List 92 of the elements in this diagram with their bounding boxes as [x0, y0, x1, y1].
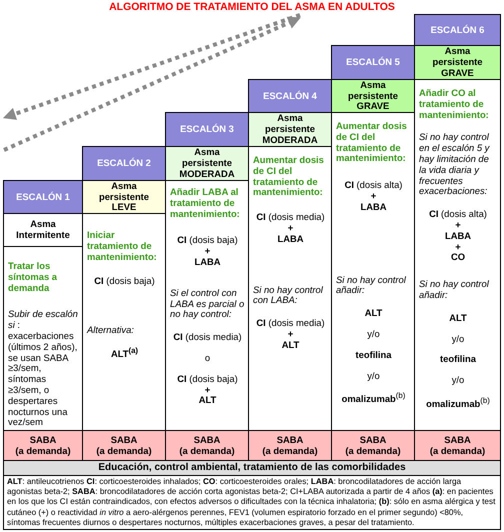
severity-label: Asma persistente MODERADA	[178, 147, 236, 180]
rescue-cell	[3, 430, 83, 461]
treatment-text: y/o	[366, 328, 381, 340]
treatment-text: y/o	[366, 370, 381, 382]
condition-text: Alternativa:	[87, 325, 135, 336]
treatment-text: +	[204, 246, 212, 257]
rescue-cell	[165, 430, 249, 461]
step-header-cell	[248, 79, 332, 113]
step-header-cell	[82, 146, 166, 181]
rescue-label: SABA	[192, 434, 222, 446]
treatment-text: ALT	[198, 395, 218, 406]
rescue-cell	[414, 430, 501, 461]
step-label: ESCALÓN 1	[15, 192, 71, 202]
condition-text: Si no hay control con LABA:	[253, 284, 324, 306]
step-label: ESCALÓN 6	[430, 24, 486, 36]
severity-label: Asma persistente MODERADA	[261, 113, 319, 146]
rescue-label: (a demanda)	[261, 446, 319, 456]
treatment-text: CI (dosis baja)	[176, 235, 239, 246]
treatment-text: ALT	[364, 308, 384, 319]
instruction-text: Añadir LABA al tratamiento de mantenimiento:	[170, 187, 241, 220]
general-measures-text: Educación, control ambiental, tratamiento de las comorbilidades	[97, 461, 407, 475]
treatment-text: omalizumab$^{(b)}$	[340, 391, 406, 406]
rescue-label: (a demanda)	[428, 446, 486, 456]
instruction-text: Aumentar dosis de CI del tratamiento de mantenimiento:	[336, 121, 408, 164]
treatment-text: LABA	[444, 230, 472, 242]
step-header-cell	[331, 45, 415, 80]
rescue-label: SABA	[110, 434, 138, 446]
footnote-text: ALT: antileucotrienos CI: corticoesteroides inhalados; CO: corticoesteroides orales; LABA: broncodilatadores de acción larga agonistas beta-2; SABA: broncodilatadores de acción corta agonistas beta-2; CI+LABA autorizada a partir de 4 años (a): en pacientes en los que los CI están contraindicados, con efectos adversos o dificultades con la técnica inhalatoria; (b): sólo en asma alérgica y test cutáneo (+) o reactividad in vitro a aero-alérgenos perennes, FEV1 (volumen espiratorio forzado en el primer segundo) <80%, síntomas frecuentes diurnos o despertares nocturnos, múltiples exacerbaciones graves, a pesar del tratamiento.	[7, 477, 496, 528]
treatment-text: y/o	[450, 375, 466, 386]
rescue-label: SABA	[28, 434, 58, 446]
condition-text: Si no hay control en el escalón 5 y hay limitación de la vida diaria y frecuentes exacerbaciones:	[419, 132, 491, 198]
treatment-text: +	[455, 220, 461, 231]
step-label: ESCALÓN 3	[179, 124, 235, 135]
rescue-label: (a demanda)	[344, 446, 402, 456]
rescue-label: SABA	[358, 434, 388, 446]
severity-cell	[414, 45, 501, 80]
step-label: ESCALÓN 4	[262, 90, 318, 102]
treatment-text: +	[370, 190, 376, 202]
condition-text: Si no hay control añadir:	[336, 274, 407, 296]
rescue-label: SABA	[443, 434, 472, 446]
severity-cell	[248, 112, 332, 147]
treatment-text: teofilina	[439, 354, 477, 366]
treatment-text: CI (dosis media)	[255, 212, 326, 223]
treatment-text: +	[288, 222, 294, 234]
diagram-title: ALGORITMO DE TRATAMIENTO DEL ASMA EN ADULTOS	[108, 1, 396, 13]
rescue-label: (a demanda)	[95, 446, 153, 456]
condition-text: Si el control con LABA es parcial o no hay control:	[170, 288, 245, 320]
treatment-text: o	[204, 352, 212, 364]
treatment-text: LABA	[276, 234, 305, 245]
treatment-text: teofilina	[354, 350, 392, 361]
severity-cell	[331, 79, 415, 113]
instruction-text: Aumentar dosis de CI del tratamiento de mantenimiento:	[253, 155, 325, 198]
severity-label: Asma persistente GRAVE	[431, 46, 484, 79]
criteria-text: Subir de escalón si : exacerbaciones (últimos 2 años), se usan SABA ≥3/sem, síntomas ≥3/sem, o despertares nocturnos una vez/sem	[8, 309, 79, 428]
step-label: ESCALÓN 5	[345, 57, 401, 68]
step-header-cell	[165, 112, 249, 147]
treatment-text: y/o	[450, 334, 466, 344]
instruction-text: Iniciar tratamiento de mantenimiento:	[87, 230, 158, 262]
severity-label: Asma persistente GRAVE	[346, 80, 400, 112]
severity-cell	[82, 180, 166, 214]
severity-label: Asma persistente LEVE	[98, 181, 150, 213]
severity-label: Asma Intermitente	[15, 219, 71, 241]
treatment-text: omalizumab$^{(b)}$	[425, 396, 491, 410]
step-label: ESCALÓN 2	[96, 158, 152, 169]
treatment-text: CO	[450, 252, 466, 264]
treatment-text: CI (dosis media)	[172, 332, 243, 343]
rescue-cell	[82, 430, 166, 461]
treatment-text: CI (dosis baja)	[93, 276, 156, 288]
step-header-cell	[414, 14, 501, 46]
condition-text: Si no hay control añadir:	[419, 279, 490, 301]
treatment-text: CI (dosis alta)	[428, 209, 488, 220]
rescue-label: (a demanda)	[178, 446, 236, 456]
treatment-text: ALT$^{(a)}$	[110, 346, 140, 360]
treatment-text: CI (dosis baja)	[176, 374, 239, 385]
severity-cell	[165, 146, 249, 181]
rescue-label: SABA	[276, 434, 304, 446]
treatment-text: +	[204, 384, 210, 396]
treatment-text: ALT	[448, 312, 468, 324]
treatment-text: ALT	[280, 340, 300, 351]
rescue-label: (a demanda)	[14, 446, 72, 456]
treatment-text: +	[288, 328, 294, 340]
treatment-text: LABA	[193, 256, 222, 268]
instruction-text: Tratar los síntomas a demanda	[8, 261, 58, 294]
rescue-cell	[331, 430, 415, 461]
treatment-text: LABA	[359, 202, 388, 213]
general-measures-bar	[3, 460, 501, 476]
instruction-text: Añadir CO al tratamiento de mantenimiento:	[419, 88, 490, 120]
treatment-text: CI (dosis media)	[255, 318, 326, 329]
step-header-cell	[3, 180, 83, 214]
rescue-cell	[248, 430, 332, 461]
treatment-text: CI (dosis alta)	[344, 180, 404, 191]
treatment-text: +	[454, 242, 462, 252]
